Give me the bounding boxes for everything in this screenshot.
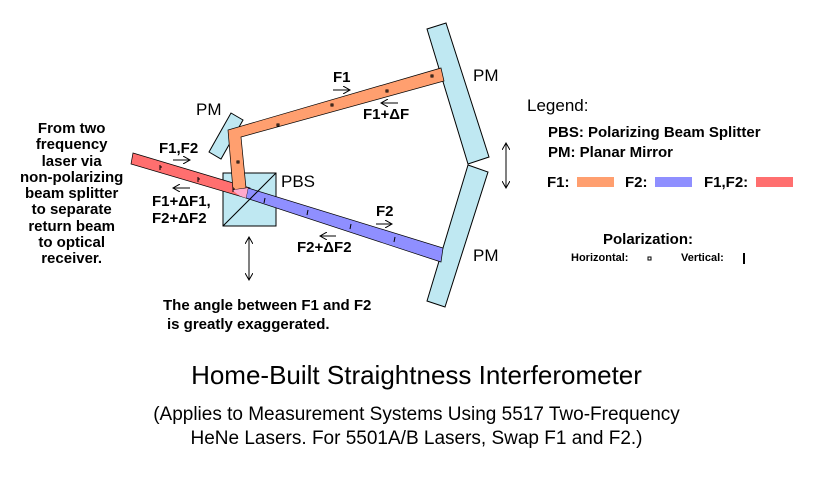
- source-line: frequency: [35, 136, 108, 154]
- label-f2-return: F2+ΔF2: [297, 239, 352, 256]
- pbs-diagonal: [222, 172, 277, 227]
- label-pm-bottom: PM: [473, 246, 499, 265]
- legend-f1-label: F1:: [547, 174, 570, 191]
- label-f1-return: F1+ΔF: [363, 106, 410, 123]
- source-line: From two: [37, 120, 106, 137]
- label-pbs: PBS: [281, 172, 316, 191]
- diagram-title: Home-Built Straightness Interferometer: [191, 360, 642, 390]
- direction-arrows: [173, 90, 506, 280]
- legend-swatch-f1f2: [756, 177, 793, 187]
- label-pm-top: PM: [473, 66, 499, 85]
- legend-pbs: PBS: Polarizing Beam Splitter: [548, 124, 761, 141]
- polarization-horizontal-label: Horizontal:: [571, 252, 629, 264]
- polarization-vertical-label: Vertical:: [681, 252, 724, 264]
- planar-mirror-small: [208, 112, 244, 160]
- label-pm-small: PM: [196, 100, 222, 119]
- note-line-2: is greatly exaggerated.: [167, 316, 330, 333]
- beam-f1: [227, 67, 445, 191]
- source-line: non-polarizing: [20, 168, 124, 186]
- polarization-marks: [159, 74, 434, 243]
- legend-pm: PM: Planar Mirror: [548, 144, 674, 161]
- label-f1: F1: [333, 69, 351, 86]
- source-description: From two frequency laser via non-polariz…: [20, 120, 124, 268]
- beam-overlap: [232, 188, 248, 198]
- planar-mirror-top: [426, 22, 490, 165]
- source-line: beam splitter: [24, 185, 119, 203]
- label-f1f2: F1,F2: [159, 140, 199, 157]
- legend-f2-label: F2:: [625, 174, 648, 191]
- label-return2: F2+ΔF2: [152, 210, 207, 227]
- subtitle-line-2: HeNe Lasers. For 5501A/B Lasers, Swap F1…: [190, 428, 643, 449]
- label-f2: F2: [376, 203, 394, 220]
- source-line: return beam: [28, 217, 116, 235]
- note-line-1: The angle between F1 and F2: [163, 297, 372, 314]
- source-line: receiver.: [41, 250, 103, 268]
- planar-mirror-bottom: [426, 164, 489, 308]
- beam-f2: [245, 187, 444, 263]
- subtitle-line-1: (Applies to Measurement Systems Using 55…: [153, 404, 680, 425]
- polarization-title: Polarization:: [603, 231, 694, 248]
- source-line: to optical: [38, 234, 105, 252]
- horizontal-polarization-icon: [647, 256, 652, 261]
- legend-title: Legend:: [527, 96, 589, 115]
- label-return1: F1+ΔF1,: [152, 193, 211, 210]
- legend-swatch-f1: [577, 177, 614, 187]
- legend-f1f2-label: F1,F2:: [704, 174, 749, 191]
- source-line: laser via: [41, 152, 102, 170]
- legend-swatch-f2: [655, 177, 692, 187]
- source-line: to separate: [31, 201, 112, 219]
